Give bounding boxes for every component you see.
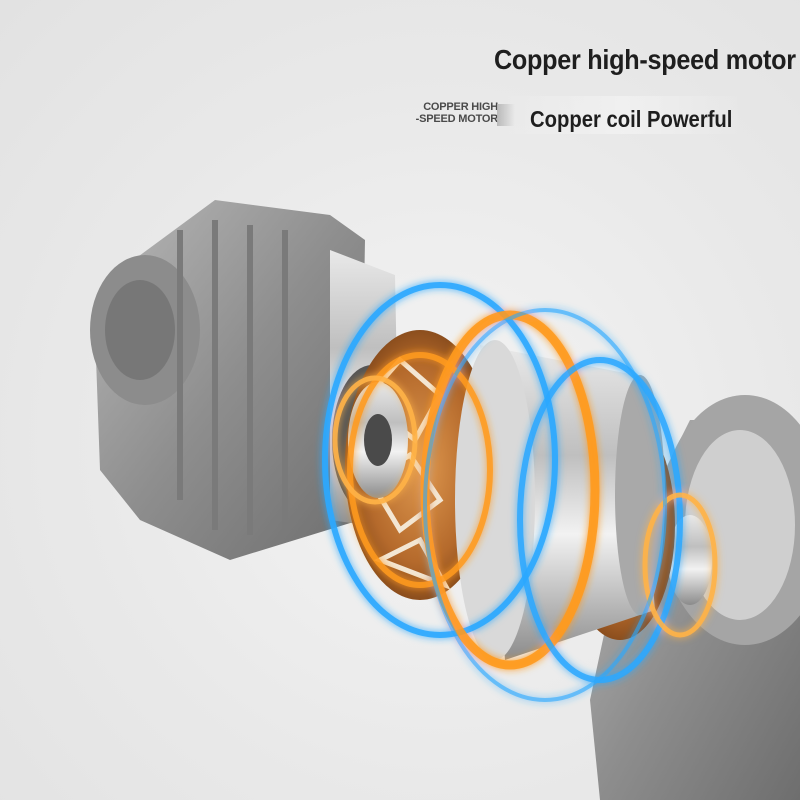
arrow-gradient [497,104,515,126]
tag-label: COPPER HIGH -SPEED MOTOR [406,101,499,125]
tag-line-2: -SPEED MOTOR [415,113,499,125]
shaft [348,382,408,498]
energy-rings [322,282,718,702]
faded-text-strip [500,96,745,134]
tag-line-1: COPPER HIGH [423,101,498,113]
headline: Copper high-speed motor [494,44,796,75]
subtitle: Copper coil Powerful [530,106,733,132]
left-end-cap [90,200,412,560]
